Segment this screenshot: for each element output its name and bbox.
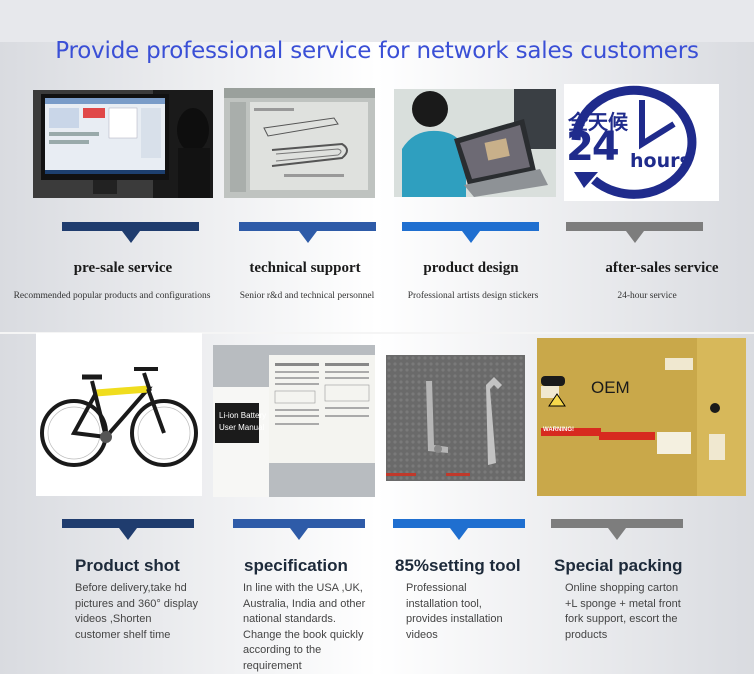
- tools-photo: [386, 355, 525, 481]
- top-band: [0, 0, 754, 42]
- feature-desc-tool: Professional installation tool, provides…: [406, 581, 546, 643]
- carton-box-photo: OEM WARNING!: [537, 338, 746, 496]
- desc-line: according to the: [243, 644, 322, 656]
- desc-line: +L sponge + metal front: [565, 597, 681, 610]
- monitor-photo: [33, 90, 213, 198]
- desc-line: In line with the USA ,UK,: [243, 582, 363, 594]
- desc-line: Change the book quickly: [243, 628, 364, 641]
- feature-bar-packing: [551, 519, 683, 540]
- section-bar-design: [402, 222, 539, 243]
- page-title: Provide professional service for network…: [55, 38, 699, 64]
- desc-line: products: [565, 628, 608, 641]
- service-desc-aftersales: 24-hour service: [617, 291, 677, 301]
- manual-cover-line2: User Manual: [219, 423, 265, 432]
- clock-number: 24: [566, 124, 620, 170]
- service-desc-design: Professional artists design stickers: [407, 291, 539, 301]
- desc-line: provides installation: [406, 613, 503, 625]
- bicycle-photo: [36, 333, 202, 496]
- section-bar-aftersales: [566, 222, 703, 243]
- section-bar-presale: [62, 222, 199, 243]
- service-title-design: product design: [423, 260, 519, 276]
- service-title-tech: technical support: [249, 260, 361, 276]
- feature-title-packing: Special packing: [554, 556, 683, 575]
- desc-line: national standards.: [243, 613, 336, 625]
- carton-warning: WARNING!: [543, 427, 574, 433]
- clock-24-hours-logo: 全天候 24 hours: [564, 84, 719, 201]
- service-title-presale: pre-sale service: [73, 260, 173, 276]
- manual-photo: Li-ion Battery User Manual: [213, 345, 375, 497]
- section-divider: [0, 332, 754, 334]
- cad-drawing-photo: [224, 88, 375, 198]
- feature-bar-specification: [233, 519, 365, 540]
- desc-line: Online shopping carton: [565, 582, 679, 594]
- feature-desc-product-shot: Before delivery,take hd pictures and 360…: [75, 581, 235, 643]
- desc-line: Professional: [406, 582, 467, 594]
- designer-laptop-photo: [394, 89, 556, 197]
- feature-bar-tool: [393, 519, 525, 540]
- service-desc-tech: Senior r&d and technical personnel: [239, 291, 375, 301]
- desc-line: Before delivery,take hd: [75, 582, 187, 594]
- clock-cn-text: 全天候: [568, 110, 628, 134]
- desc-line: installation tool,: [406, 597, 482, 610]
- section-bar-tech: [239, 222, 376, 243]
- desc-line: customer shelf time: [75, 628, 171, 641]
- desc-line: Australia, India and other: [243, 597, 366, 610]
- service-title-aftersales: after-sales service: [605, 260, 719, 276]
- desc-line: videos: [406, 628, 438, 641]
- feature-title-specification: specification: [244, 556, 348, 575]
- feature-title-tool: 85%setting tool: [395, 556, 521, 575]
- service-desc-presale: Recommended popular products and configu…: [13, 291, 211, 301]
- desc-line: requirement: [243, 659, 302, 672]
- feature-desc-packing: Online shopping carton +L sponge + metal…: [565, 581, 735, 643]
- desc-line: videos ,Shorten: [75, 613, 152, 625]
- manual-cover-line1: Li-ion Battery: [219, 411, 267, 420]
- clock-word: hours: [630, 150, 691, 172]
- feature-desc-specification: In line with the USA ,UK, Australia, Ind…: [243, 581, 403, 674]
- carton-label: OEM: [591, 378, 630, 397]
- desc-line: pictures and 360° display: [75, 597, 199, 610]
- feature-bar-product-shot: [62, 519, 194, 540]
- desc-line: fork support, escort the: [565, 613, 678, 625]
- feature-title-product-shot: Product shot: [75, 556, 180, 575]
